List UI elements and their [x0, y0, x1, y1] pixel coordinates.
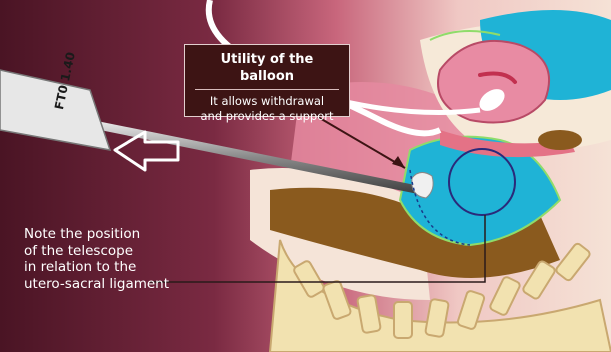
balloon-callout: Utility of the balloon It allows withdra… — [184, 44, 350, 117]
callout-title: Utility of the balloon — [195, 45, 339, 90]
telescope-note: Note the position of the telescope in re… — [24, 226, 244, 292]
ovary — [538, 130, 582, 150]
callout-body: It allows withdrawal and provides a supp… — [185, 90, 349, 124]
